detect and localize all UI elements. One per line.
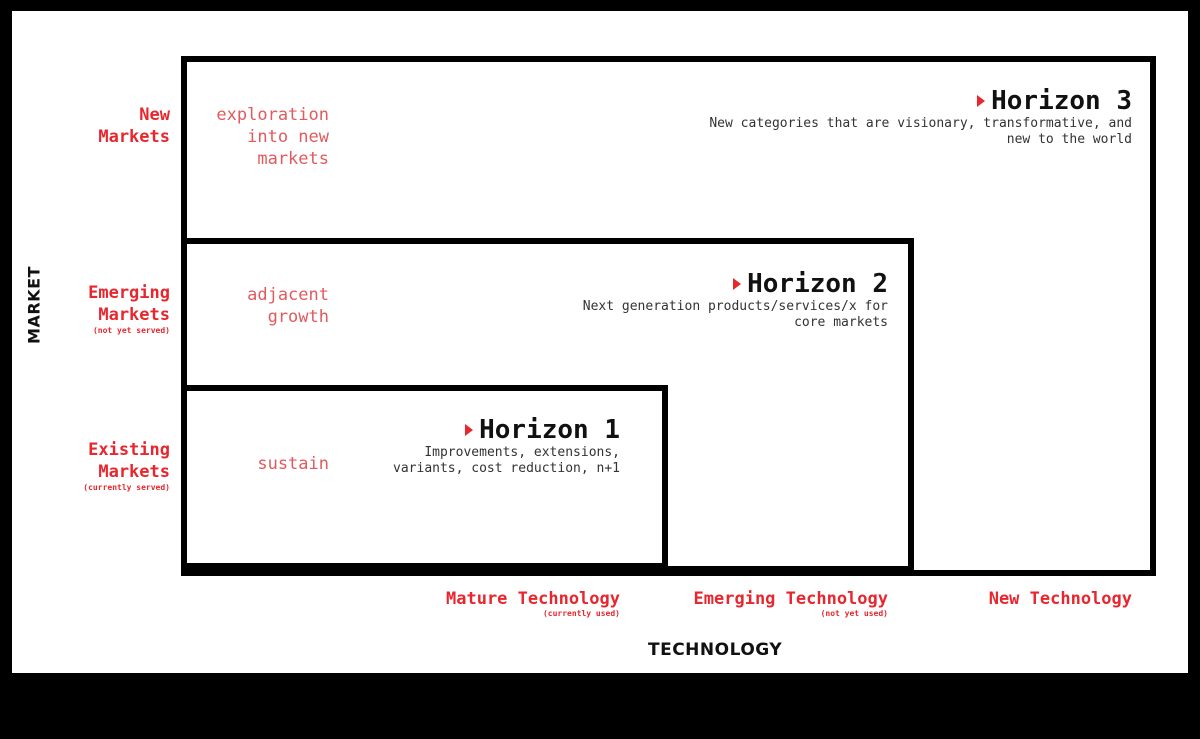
horizon-title: Horizon 2 — [747, 269, 888, 299]
row-label-new-markets: New Markets — [98, 105, 170, 147]
col-sublabel: (not yet used) — [820, 609, 888, 618]
zone-label-exploration: exploration into new markets — [216, 105, 329, 169]
col-sublabel: (currently used) — [542, 609, 620, 618]
y-axis-label: MARKET — [24, 266, 44, 344]
horizon-3-heading: Horizon 3 New categories that are vision… — [709, 86, 1132, 148]
play-arrow-icon — [977, 95, 986, 107]
play-arrow-icon — [733, 278, 742, 290]
horizon-description: Next generation products/services/x for … — [582, 299, 888, 330]
row-sublabel: (currently served) — [83, 483, 170, 492]
play-arrow-icon — [465, 424, 474, 436]
col-label-emerging-technology: Emerging Technology (not yet used) — [693, 589, 888, 618]
horizon-1-box — [181, 385, 668, 569]
col-label-new-technology: New Technology — [988, 589, 1132, 609]
horizon-title: Horizon 3 — [991, 86, 1132, 116]
horizon-1-heading: Horizon 1 Improvements, extensions, vari… — [393, 415, 620, 477]
row-sublabel: (not yet served) — [92, 326, 170, 335]
row-label-existing-markets: Existing Markets (currently served) — [83, 440, 170, 492]
horizon-2-heading: Horizon 2 Next generation products/servi… — [583, 269, 888, 331]
horizon-description: New categories that are visionary, trans… — [709, 116, 1132, 147]
diagram-canvas — [12, 11, 1188, 673]
x-axis-label: TECHNOLOGY — [648, 640, 783, 660]
zone-label-sustain: sustain — [257, 454, 329, 474]
zone-label-adjacent-growth: adjacent growth — [247, 285, 329, 327]
row-label-emerging-markets: Emerging Markets (not yet served) — [88, 283, 170, 335]
col-label-mature-technology: Mature Technology (currently used) — [446, 589, 620, 618]
horizon-title: Horizon 1 — [479, 415, 620, 445]
horizon-description: Improvements, extensions, variants, cost… — [393, 445, 620, 476]
